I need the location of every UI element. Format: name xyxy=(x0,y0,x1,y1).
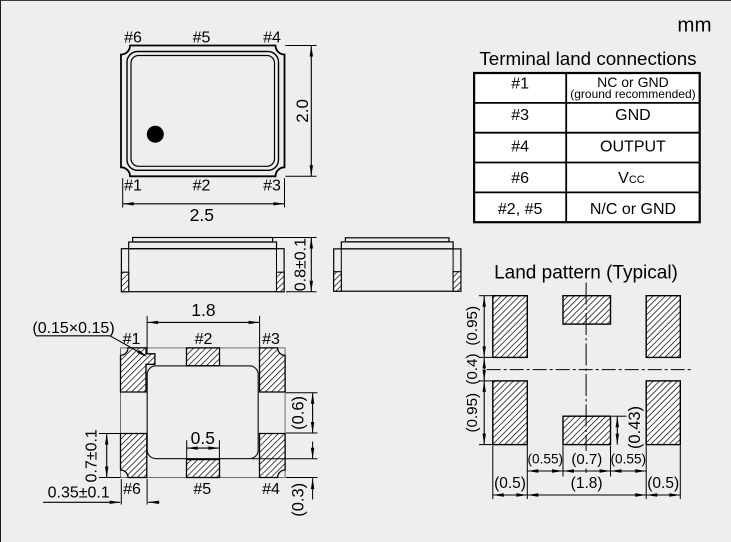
svg-text:Land pattern (Typical): Land pattern (Typical) xyxy=(494,263,678,284)
svg-text:0.35±0.1: 0.35±0.1 xyxy=(48,484,110,501)
svg-text:2.5: 2.5 xyxy=(190,205,214,225)
svg-text:(0.5): (0.5) xyxy=(494,475,526,492)
svg-text:#4: #4 xyxy=(511,138,529,155)
svg-text:(1.8): (1.8) xyxy=(571,475,603,492)
svg-text:(0.7): (0.7) xyxy=(571,451,602,468)
svg-text:#5: #5 xyxy=(193,30,211,47)
svg-text:#6: #6 xyxy=(123,481,141,498)
svg-text:0.5: 0.5 xyxy=(191,428,215,448)
svg-text:#2: #2 xyxy=(195,331,213,348)
svg-text:#4: #4 xyxy=(263,30,281,47)
svg-text:NC or GND: NC or GND xyxy=(597,74,669,90)
svg-text:(0.43): (0.43) xyxy=(626,406,644,449)
svg-text:#6: #6 xyxy=(124,30,142,47)
svg-text:#1: #1 xyxy=(123,331,141,348)
svg-text:(0.95): (0.95) xyxy=(464,393,481,433)
svg-text:(0.5): (0.5) xyxy=(647,475,679,492)
svg-text:mm: mm xyxy=(677,14,711,37)
svg-text:#2, #5: #2, #5 xyxy=(498,201,543,218)
svg-text:Terminal land connections: Terminal land connections xyxy=(479,48,696,69)
svg-text:0.8±0.1: 0.8±0.1 xyxy=(292,238,309,291)
svg-text:(0.3): (0.3) xyxy=(289,483,307,517)
svg-text:2.0: 2.0 xyxy=(293,99,312,123)
svg-text:#2: #2 xyxy=(193,178,211,195)
svg-text:#1: #1 xyxy=(124,178,142,195)
svg-text:1.8: 1.8 xyxy=(191,300,215,320)
svg-text:(0.55): (0.55) xyxy=(611,452,647,467)
svg-text:(0.55): (0.55) xyxy=(528,452,564,467)
svg-text:VCC: VCC xyxy=(618,170,645,187)
svg-text:#3: #3 xyxy=(262,331,280,348)
svg-text:(ground recommended): (ground recommended) xyxy=(570,87,695,101)
svg-text:OUTPUT: OUTPUT xyxy=(600,138,666,155)
svg-text:N/C or GND: N/C or GND xyxy=(590,201,676,218)
svg-text:#3: #3 xyxy=(263,178,281,195)
svg-text:#6: #6 xyxy=(511,170,529,187)
svg-text:(0.6): (0.6) xyxy=(289,396,307,430)
svg-text:#5: #5 xyxy=(193,481,211,498)
svg-text:(0.95): (0.95) xyxy=(464,306,481,346)
svg-text:#1: #1 xyxy=(511,76,529,93)
svg-text:#3: #3 xyxy=(511,107,529,124)
svg-text:GND: GND xyxy=(615,107,651,124)
svg-text:0.7±0.1: 0.7±0.1 xyxy=(83,429,100,482)
svg-text:(0.4): (0.4) xyxy=(464,353,481,384)
svg-text:#4: #4 xyxy=(262,481,280,498)
svg-text:(0.15×0.15): (0.15×0.15) xyxy=(32,320,114,337)
